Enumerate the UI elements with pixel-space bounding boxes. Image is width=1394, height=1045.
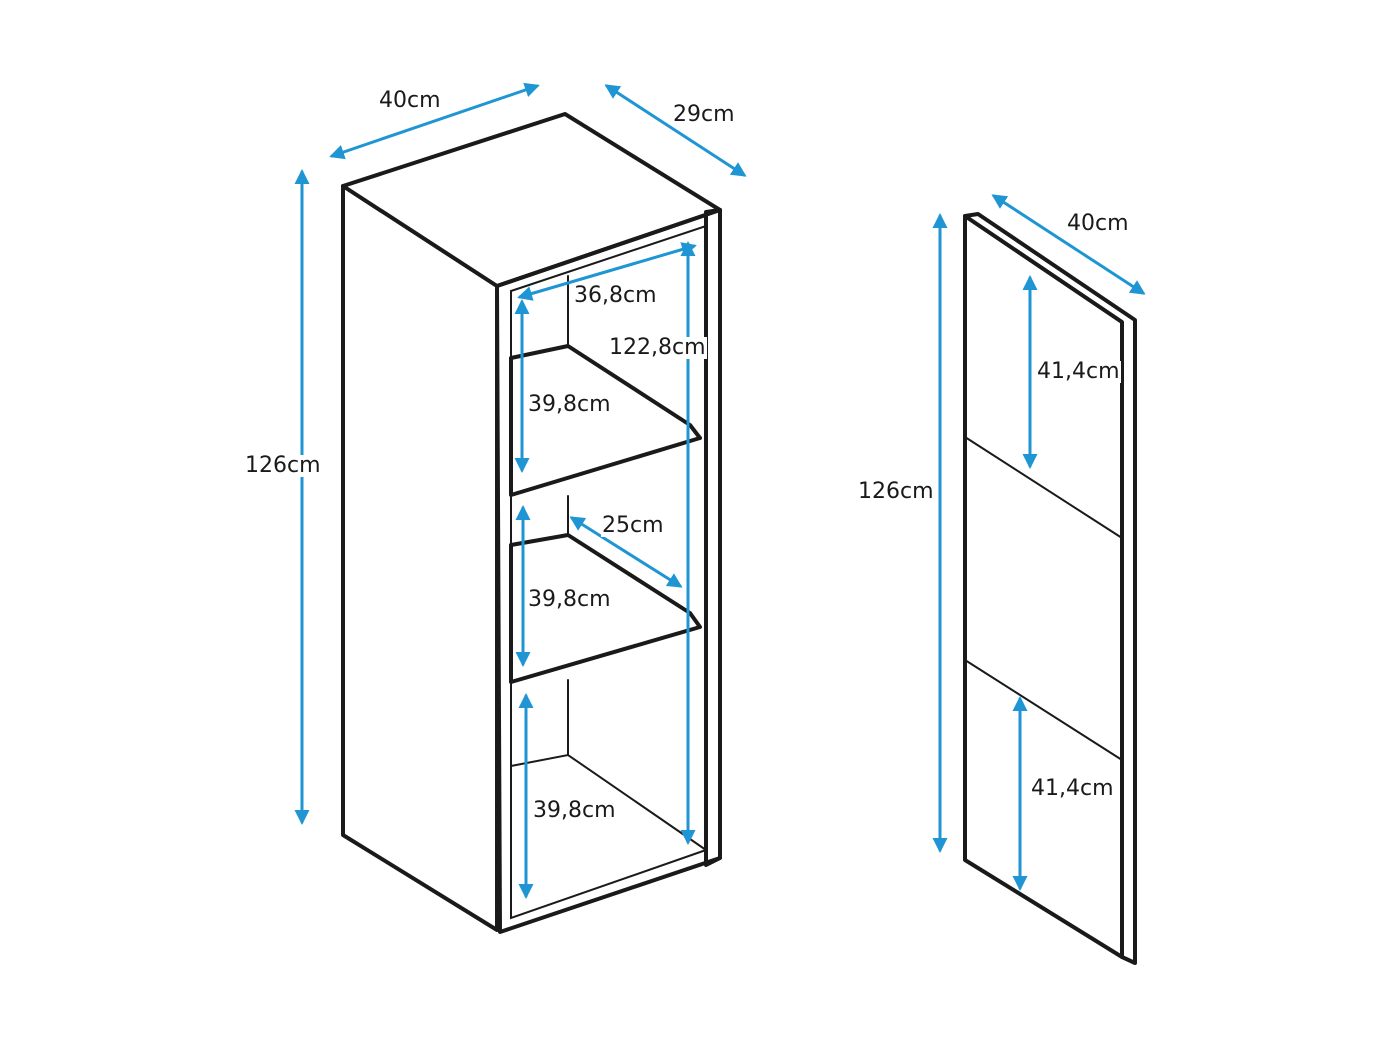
cabinet-front-frame bbox=[495, 208, 722, 934]
dim-arrow-door-width bbox=[991, 194, 1146, 295]
cabinet-height-label: 126cm bbox=[244, 453, 322, 478]
door-section-line-lower bbox=[964, 659, 1123, 761]
cabinet-compartment-bottom-label: 39,8cm bbox=[532, 798, 617, 823]
door-bottom-section-label: 41,4cm bbox=[1030, 776, 1115, 801]
door-width-label: 40cm bbox=[1067, 211, 1129, 236]
cabinet-compartment-top-label: 39,8cm bbox=[527, 392, 612, 417]
door-front-face bbox=[963, 214, 1124, 959]
cabinet-side-panel bbox=[341, 184, 499, 932]
door-height-label: 126cm bbox=[857, 479, 935, 504]
dim-arrow-cabinet-depth bbox=[604, 84, 747, 177]
door-edge bbox=[963, 212, 1137, 965]
door-top-section-label: 41,4cm bbox=[1036, 359, 1121, 384]
door-section-line-upper bbox=[964, 436, 1123, 539]
cabinet-compartment-middle-label: 39,8cm bbox=[527, 587, 612, 612]
dim-arrow-shelf-depth bbox=[569, 516, 683, 588]
door-panel bbox=[963, 212, 1137, 965]
cabinet-inner-height-label: 122,8cm bbox=[608, 335, 707, 360]
cabinet-inner-width-label: 36,8cm bbox=[573, 283, 658, 308]
cabinet-width-label: 40cm bbox=[379, 88, 441, 113]
dim-arrow-inner-width bbox=[517, 242, 697, 301]
cabinet-shelf-depth-label: 25cm bbox=[601, 513, 665, 538]
cabinet-depth-label: 29cm bbox=[673, 102, 735, 127]
dim-arrow-cabinet-width bbox=[329, 82, 540, 160]
